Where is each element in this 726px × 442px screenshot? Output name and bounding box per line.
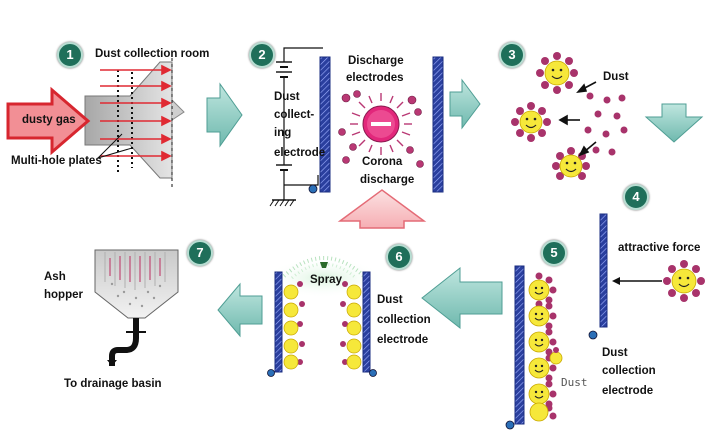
step-badge-3: 3 — [499, 42, 525, 68]
collection-electrode-5 — [514, 265, 525, 425]
label-dust-collection-electrode-6-2: collection — [377, 314, 431, 326]
label-hopper: hopper — [44, 289, 83, 301]
flow-arrow-3-to-4 — [644, 103, 704, 143]
step-badge-6: 6 — [386, 244, 412, 270]
label-discharge: Discharge — [348, 55, 404, 67]
gas-inlet-arrow — [337, 189, 427, 229]
gas-flow-arrows — [100, 64, 172, 162]
charged-dust-particles — [511, 52, 590, 180]
label-discharge-2: discharge — [360, 174, 415, 186]
deposited-dust — [528, 272, 563, 422]
label-dust-collection-electrode-4-2: collection — [602, 365, 656, 377]
free-ions — [584, 92, 628, 156]
label-dust-collecting-1: Dust — [274, 91, 300, 103]
step-badge-1: 1 — [57, 42, 83, 68]
label-attractive-force: attractive force — [618, 242, 701, 254]
label-dust-collecting-4: electrode — [274, 147, 326, 159]
label-dust-collection-room: Dust collection room — [95, 48, 210, 60]
dusty-gas-arrow — [6, 86, 91, 156]
dust-on-plate-left — [283, 281, 305, 370]
drain-pipe — [109, 318, 139, 366]
label-dust-collection-electrode-4-1: Dust — [602, 347, 628, 359]
label-corona: Corona — [362, 156, 403, 168]
panel-6-spray-cleaning — [264, 256, 384, 377]
collection-electrode-6-right — [362, 271, 371, 373]
spray-arc — [282, 256, 366, 278]
charged-dust-particle-4 — [663, 260, 705, 302]
collecting-electrode-left — [319, 56, 331, 193]
panel-7-ash-hopper — [94, 249, 179, 366]
label-multi-hole-plates: Multi-hole plates — [11, 155, 102, 167]
label-electrodes: electrodes — [346, 72, 404, 84]
step-badge-5: 5 — [541, 240, 567, 266]
panel-3-dust-charging — [511, 52, 628, 180]
collecting-electrode-right — [432, 56, 444, 193]
dust-on-plate-right — [340, 281, 362, 370]
label-spray: Spray — [310, 274, 342, 286]
step-badge-4: 4 — [623, 184, 649, 210]
step-badge-7: 7 — [187, 240, 213, 266]
discharge-electrode-core — [350, 93, 412, 155]
label-dust-3: Dust — [603, 71, 629, 83]
flow-arrow-5-to-6 — [421, 266, 503, 330]
label-dust-collection-electrode-6-3: electrode — [377, 334, 429, 346]
collection-electrode-4 — [599, 213, 608, 328]
flow-arrow-6-to-7 — [217, 282, 263, 338]
panel-2-corona-discharge — [269, 47, 444, 229]
flow-arrow-1-to-2 — [206, 82, 243, 148]
panel-5-dust-deposited — [505, 265, 563, 430]
label-dust-collecting-3: ing — [274, 127, 292, 139]
label-to-drainage-basin: To drainage basin — [64, 378, 162, 390]
collection-electrode-6-left — [274, 271, 283, 373]
flow-arrow-2-to-3 — [449, 78, 481, 130]
panel-4-attractive-force — [588, 213, 705, 340]
ash-hopper-body — [94, 249, 179, 319]
label-dusty-gas: dusty gas — [22, 114, 76, 126]
label-dust-collection-electrode-4-3: electrode — [602, 385, 654, 397]
panel-1-dust-collection-room — [6, 52, 185, 188]
step-badge-2: 2 — [249, 42, 275, 68]
label-dust-5: Dust — [561, 376, 588, 389]
attraction-arrows — [558, 81, 597, 157]
ion-particles — [338, 90, 424, 168]
label-ash: Ash — [44, 271, 66, 283]
label-dust-collection-electrode-6-1: Dust — [377, 294, 403, 306]
label-dust-collecting-2: collect- — [274, 109, 315, 121]
